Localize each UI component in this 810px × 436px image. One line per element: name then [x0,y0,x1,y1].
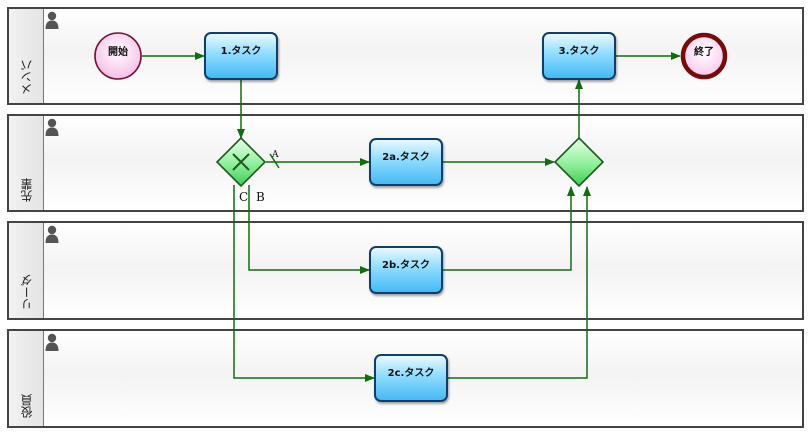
end-event [680,32,728,80]
task-3[interactable]: 3.タスク [542,32,616,80]
flow-label-a: A [272,150,279,160]
join-gateway-icon [553,136,605,188]
exclusive-gateway-icon [215,136,267,188]
task-2a[interactable]: 2a.タスク [369,138,443,186]
task-1[interactable]: 1.タスク [204,32,278,80]
flow-label-b: B [256,190,265,204]
task-2c[interactable]: 2c.タスク [374,354,448,402]
lane-header: リーダ [9,223,44,318]
end-event-label: 終了 [694,47,714,58]
person-icon [45,333,59,351]
person-icon [45,11,59,29]
flow-gateway-to-task2c [233,185,375,382]
flow-task2c-to-join [448,186,591,379]
start-event [94,32,142,80]
flow-label-c: C [239,190,249,204]
lane-header: 役員 [9,331,44,426]
person-icon [45,118,59,136]
task-2b[interactable]: 2b.タスク [369,246,443,294]
start-event-label: 開始 [108,47,128,58]
lane-header: メンバ [9,9,44,103]
default-flow-marker [269,153,280,169]
flow-gateway-to-task2b [248,185,370,274]
flow-task2b-to-join [443,186,575,271]
lane-header: 先輩 [9,116,44,210]
person-icon [45,225,59,243]
